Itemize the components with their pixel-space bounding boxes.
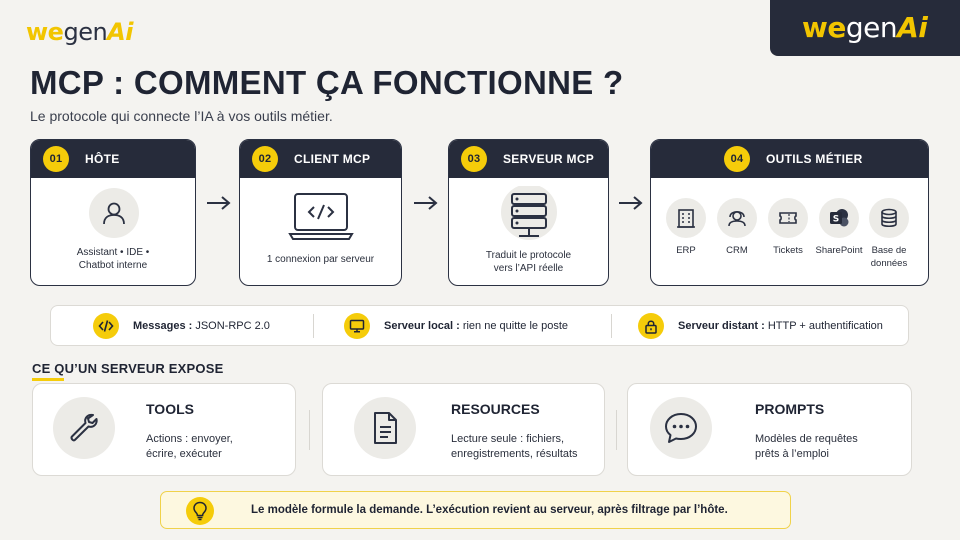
code-icon xyxy=(93,313,119,339)
wrench-icon xyxy=(53,397,115,459)
server-icon xyxy=(501,186,557,240)
expose-card-tools: TOOLS Actions : envoyer,écrire, exécuter xyxy=(32,383,296,476)
page-subtitle: Le protocole qui connecte l’IA à vos out… xyxy=(30,108,333,124)
document-icon xyxy=(354,397,416,459)
svg-text:S: S xyxy=(833,215,839,225)
info-remote-server: Serveur distant :HTTP + authentification xyxy=(638,313,883,339)
sharepoint-icon: S xyxy=(819,198,859,238)
step-number: 02 xyxy=(252,146,278,172)
footer-text: Le modèle formule la demande. L’exécutio… xyxy=(251,504,728,516)
section-underline xyxy=(32,378,64,381)
card-caption: 1 connexion par serveur xyxy=(266,254,375,265)
arrow-right-icon xyxy=(414,196,438,210)
ticket-icon xyxy=(768,198,808,238)
expose-description: Lecture seule : fichiers,enregistrements… xyxy=(451,433,578,460)
tool-crm: CRM xyxy=(709,198,765,257)
expose-title: PROMPTS xyxy=(755,401,825,417)
footer-callout: Le modèle formule la demande. L’exécutio… xyxy=(160,491,791,529)
lock-icon xyxy=(638,313,664,339)
lightbulb-icon xyxy=(186,497,214,525)
brand-logo-large: wegenAi xyxy=(802,11,928,44)
monitor-icon xyxy=(344,313,370,339)
divider xyxy=(611,314,612,338)
expose-title: RESOURCES xyxy=(451,401,540,417)
user-icon xyxy=(89,188,139,238)
brand-logo: wegenAi xyxy=(26,18,133,46)
arrow-right-icon xyxy=(619,196,643,210)
flow-card-client: 02 CLIENT MCP 1 connexion par serveur xyxy=(239,139,402,286)
building-icon xyxy=(666,198,706,238)
step-number: 03 xyxy=(461,146,487,172)
flow-card-host: 01 HÔTE Assistant • IDE •Chatbot interne xyxy=(30,139,196,286)
database-icon xyxy=(869,198,909,238)
expose-card-resources: RESOURCES Lecture seule : fichiers,enreg… xyxy=(322,383,605,476)
divider xyxy=(616,410,617,450)
info-local-server: Serveur local :rien ne quitte le poste xyxy=(344,313,568,339)
info-messages: Messages :JSON-RPC 2.0 xyxy=(93,313,270,339)
expose-title: TOOLS xyxy=(146,401,194,417)
step-number: 04 xyxy=(724,146,750,172)
card-title: OUTILS MÉTIER xyxy=(766,152,863,166)
page-title: MCP : COMMENT ÇA FONCTIONNE ? xyxy=(30,64,624,101)
section-title: CE QU’UN SERVEUR EXPOSE xyxy=(32,361,224,376)
tool-tickets: Tickets xyxy=(760,198,816,257)
divider xyxy=(313,314,314,338)
divider xyxy=(309,410,310,450)
headset-icon xyxy=(717,198,757,238)
tool-erp: ERP xyxy=(658,198,714,257)
card-caption: Assistant • IDE •Chatbot interne xyxy=(76,247,150,271)
arrow-right-icon xyxy=(207,196,231,210)
brand-logo-panel: wegenAi xyxy=(770,0,960,56)
card-title: CLIENT MCP xyxy=(294,152,371,166)
laptop-code-icon xyxy=(288,193,354,240)
step-number: 01 xyxy=(43,146,69,172)
card-title: SERVEUR MCP xyxy=(503,152,595,166)
tool-sharepoint: S SharePoint xyxy=(811,198,867,257)
info-bar: Messages :JSON-RPC 2.0 Serveur local :ri… xyxy=(50,305,909,346)
chat-bubble-icon xyxy=(650,397,712,459)
card-title: HÔTE xyxy=(85,152,120,166)
expose-description: Actions : envoyer,écrire, exécuter xyxy=(146,433,233,460)
